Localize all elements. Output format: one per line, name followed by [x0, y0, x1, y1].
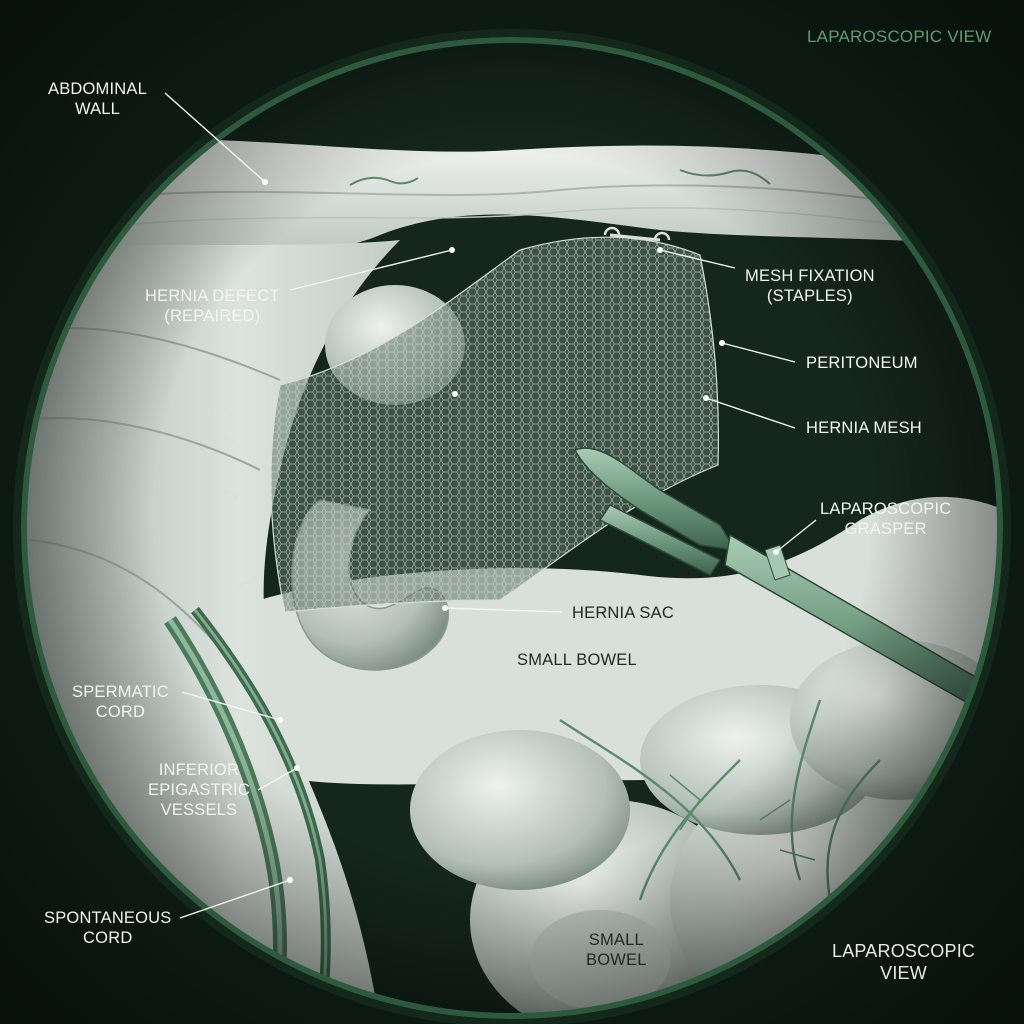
- label-laparoscopic-grasper: LAPAROSCOPIC GRASPER: [820, 499, 951, 539]
- label-peritoneum: PERITONEUM: [806, 354, 918, 372]
- label-line: CORD: [83, 929, 133, 947]
- label-line: SPERMATIC: [72, 683, 169, 701]
- label-hernia-sac: HERNIA SAC: [572, 604, 674, 622]
- label-abdominal-wall: ABDOMINAL WALL: [48, 79, 147, 119]
- label-line: CORD: [95, 703, 146, 721]
- label-line: SMALL: [588, 931, 644, 949]
- label-inferior-epigastric-vessels: INFERIOR EPIGASTRIC VESSELS: [148, 760, 250, 820]
- label-line: SPONTANEOUS: [44, 909, 172, 927]
- label-line: EPIGASTRIC: [148, 781, 250, 799]
- label-line: HERNIA DEFECT: [145, 287, 280, 305]
- label-line: BOWEL: [586, 951, 647, 969]
- label-line: LAPAROSCOPIC: [832, 941, 976, 961]
- label-spermatic-cord: SPERMATIC CORD: [72, 682, 169, 722]
- label-small-bowel-lower: SMALL BOWEL: [586, 930, 647, 970]
- label-line: LAPAROSCOPIC: [820, 500, 952, 518]
- label-mesh-fixation: MESH FIXATION (STAPLES): [745, 266, 875, 306]
- lens-rim: [21, 37, 1003, 1019]
- label-line: ABDOMINAL: [48, 80, 147, 98]
- label-line: GRASPER: [844, 520, 927, 538]
- label-line: INFERIOR: [158, 761, 240, 779]
- bottom-view-label: LAPAROSCOPIC VIEW: [832, 940, 975, 984]
- label-hernia-defect: HERNIA DEFECT (REPAIRED): [145, 286, 280, 326]
- leader-lines: [164, 92, 817, 919]
- label-small-bowel-upper: SMALL BOWEL: [517, 651, 637, 669]
- top-view-label: LAPAROSCOPIC VIEW: [807, 27, 992, 46]
- label-line: VESSELS: [160, 801, 238, 819]
- label-hernia-mesh: HERNIA MESH: [806, 419, 922, 437]
- label-line: (REPAIRED): [164, 307, 261, 325]
- label-spontaneous-cord: SPONTANEOUS CORD: [44, 908, 172, 948]
- label-line: (STAPLES): [766, 287, 853, 305]
- label-line: WALL: [74, 100, 121, 118]
- label-line: MESH FIXATION: [745, 267, 875, 285]
- label-line: VIEW: [880, 963, 927, 983]
